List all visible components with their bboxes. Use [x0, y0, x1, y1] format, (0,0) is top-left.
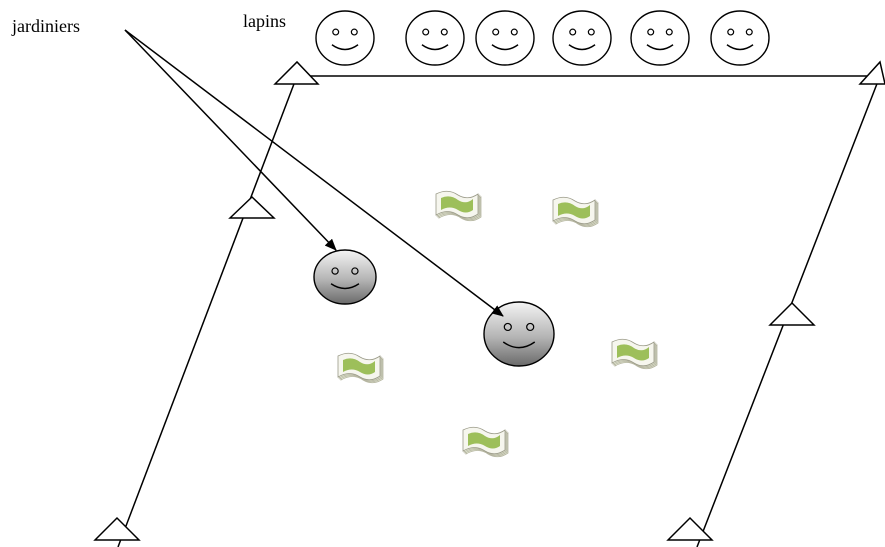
- fence-left-edge: [117, 75, 298, 547]
- fence-posts: [93, 60, 885, 541]
- gardener-arrows: [124, 29, 504, 317]
- lettuce-icon: [552, 196, 599, 228]
- triangle-post-icon: [858, 60, 885, 85]
- lettuce-icon: [462, 426, 509, 458]
- gardener-smiley-icon: [483, 301, 555, 367]
- rabbit-smiley-icon: [552, 10, 612, 66]
- triangle-post-icon: [228, 195, 276, 219]
- rabbit-smiley-icon: [405, 10, 465, 66]
- arrow-to-gardener-2: [124, 29, 504, 317]
- lettuce-icon: [611, 338, 658, 370]
- rabbit-smiley-icon: [475, 10, 535, 66]
- rabbit-row: [315, 10, 770, 66]
- rabbit-smiley-icon: [315, 10, 375, 66]
- lettuce-group: [337, 190, 658, 458]
- gardeners-label: jardiniers: [11, 16, 80, 36]
- triangle-post-icon: [93, 516, 141, 541]
- lettuce-icon: [435, 190, 482, 222]
- rabbit-smiley-icon: [710, 10, 770, 66]
- triangle-post-icon: [768, 301, 816, 326]
- lettuce-icon: [337, 352, 384, 384]
- triangle-post-icon: [666, 516, 714, 541]
- rabbits-label: lapins: [243, 11, 286, 31]
- gardener-smiley-icon: [313, 249, 377, 305]
- gardener-group: [313, 249, 555, 367]
- triangle-post-icon: [273, 60, 320, 85]
- rabbit-smiley-icon: [630, 10, 690, 66]
- arrow-to-gardener-1: [124, 29, 337, 251]
